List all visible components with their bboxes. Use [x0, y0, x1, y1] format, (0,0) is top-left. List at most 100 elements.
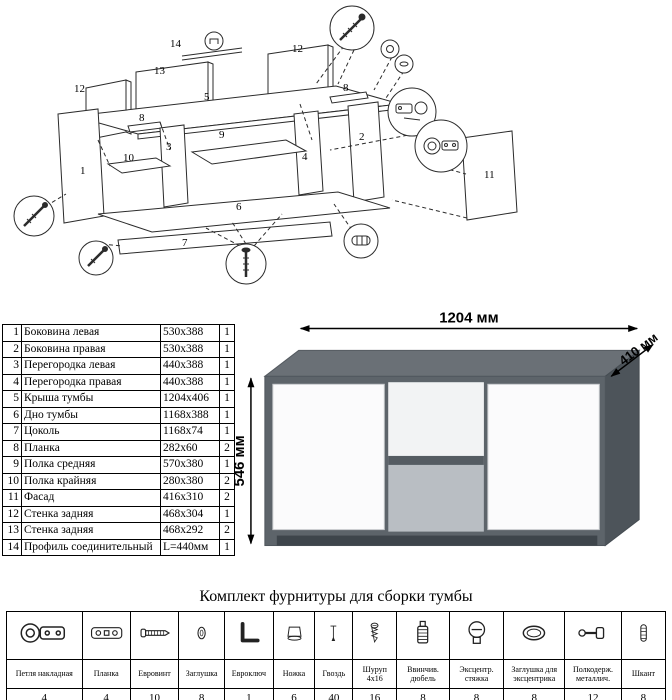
hardware-item-name: Гвоздь — [314, 659, 354, 689]
dowel-screw-icon — [396, 611, 450, 660]
shelf-pin-icon — [564, 611, 622, 660]
part-label-11: 11 — [484, 169, 495, 181]
parts-cell-qty: 1 — [219, 390, 235, 408]
parts-cell-name: Крыша тумбы — [21, 390, 161, 408]
planka-right — [329, 91, 369, 104]
bottom-panel — [97, 191, 391, 233]
hardware-item-qty: 8 — [448, 688, 505, 700]
dimension-width: 1204 мм — [299, 310, 639, 333]
part-label-7: 7 — [182, 237, 188, 249]
parts-cell-qty: 1 — [219, 373, 235, 391]
parts-cell-size: 440x388 — [160, 357, 220, 375]
parts-cell-qty: 1 — [219, 357, 235, 375]
parts-cell-qty: 1 — [219, 456, 235, 474]
parts-cell-qty: 1 — [219, 423, 235, 441]
parts-cell-num: 6 — [2, 406, 22, 424]
parts-cell-num: 3 — [2, 357, 22, 375]
parts-cell-num: 4 — [2, 373, 22, 391]
hinge-callout-lower — [414, 119, 468, 173]
part-label-2: 2 — [359, 131, 365, 143]
wood-dowel-icon — [620, 611, 667, 660]
hexkey-icon — [224, 611, 274, 660]
part-label-5: 5 — [204, 91, 210, 103]
plate-icon — [81, 611, 131, 660]
parts-cell-size: 280x380 — [160, 472, 220, 490]
product-render-wrap: 1204 мм 410 мм 546 мм — [235, 306, 672, 580]
hardware-item-name: Евроключ — [224, 659, 274, 689]
parts-cell-name: Перегородка левая — [21, 357, 161, 375]
parts-cell-num: 8 — [2, 439, 22, 457]
screw-icon — [352, 611, 398, 660]
hardware-section: Комплект фурнитуры для сборки тумбы Петл… — [0, 588, 672, 700]
parts-cell-name: Фасад — [21, 489, 161, 507]
hardware-item-qty: 40 — [314, 688, 354, 700]
parts-cell-qty: 2 — [219, 489, 235, 507]
parts-cell-qty: 2 — [219, 439, 235, 457]
parts-cell-qty: 2 — [219, 472, 235, 490]
hardware-item-name: Полкодерж. металлич. — [564, 659, 622, 689]
cabinet-top-face — [263, 349, 641, 377]
parts-cell-qty: 1 — [219, 324, 235, 342]
middle-shelf — [388, 455, 484, 465]
parts-cell-qty: 1 — [219, 505, 235, 523]
hardware-item-qty: 4 — [6, 688, 83, 700]
hardware-item-qty: 16 — [352, 688, 398, 700]
part-label-4: 4 — [302, 151, 308, 163]
parts-cell-size: 416x310 — [160, 489, 220, 507]
part-label-8b: 8 — [343, 82, 349, 94]
parts-cell-qty: 1 — [219, 538, 235, 556]
hardware-title: Комплект фурнитуры для сборки тумбы — [199, 588, 473, 605]
part-label-6: 6 — [236, 201, 242, 213]
hardware-item-qty: 8 — [396, 688, 450, 700]
open-section-upper — [388, 382, 484, 456]
parts-cell-size: 282x60 — [160, 439, 220, 457]
parts-cell-name: Профиль соединительный — [21, 538, 161, 556]
exploded-assembly-diagram: 1 2 3 4 5 6 7 8 8 9 10 11 12 12 13 14 — [13, 5, 518, 285]
parts-cell-num: 14 — [2, 538, 22, 556]
hardware-item-qty: 12 — [564, 688, 622, 700]
hardware-item-name: Планка — [81, 659, 131, 689]
part-label-13: 13 — [154, 65, 166, 77]
hardware-item-name: Шуруп 4x16 — [352, 659, 398, 689]
parts-cell-num: 2 — [2, 340, 22, 358]
confirmat-screw-callout-bottom — [225, 243, 267, 285]
euroscrew-icon — [129, 611, 180, 660]
part-label-12b: 12 — [292, 43, 303, 55]
dimension-height: 546 мм — [235, 377, 255, 545]
hardware-item-name: Эксцентр. стяжка — [448, 659, 505, 689]
parts-cell-size: 440x388 — [160, 373, 220, 391]
parts-cell-name: Полка крайняя — [21, 472, 161, 490]
part-label-3: 3 — [166, 141, 172, 153]
cap-icon — [178, 611, 226, 660]
hardware-item-name: Заглушка для эксцентрика — [503, 659, 566, 689]
parts-cell-num: 11 — [2, 489, 22, 507]
parts-cell-name: Полка средняя — [21, 456, 161, 474]
height-label: 546 мм — [235, 435, 248, 486]
parts-cell-qty: 2 — [219, 522, 235, 540]
parts-cell-size: L=440мм — [160, 538, 220, 556]
cabinet-side-face — [604, 349, 640, 547]
right-door — [487, 383, 600, 531]
hardware-item-qty: 1 — [224, 688, 274, 700]
parts-cell-qty: 1 — [219, 340, 235, 358]
parts-cell-num: 13 — [2, 522, 22, 540]
hardware-item-qty: 10 — [129, 688, 180, 700]
part-label-12a: 12 — [74, 83, 85, 95]
partition-right — [293, 110, 324, 196]
part-label-9: 9 — [219, 129, 225, 141]
parts-cell-num: 10 — [2, 472, 22, 490]
dowel-callout — [343, 223, 379, 259]
